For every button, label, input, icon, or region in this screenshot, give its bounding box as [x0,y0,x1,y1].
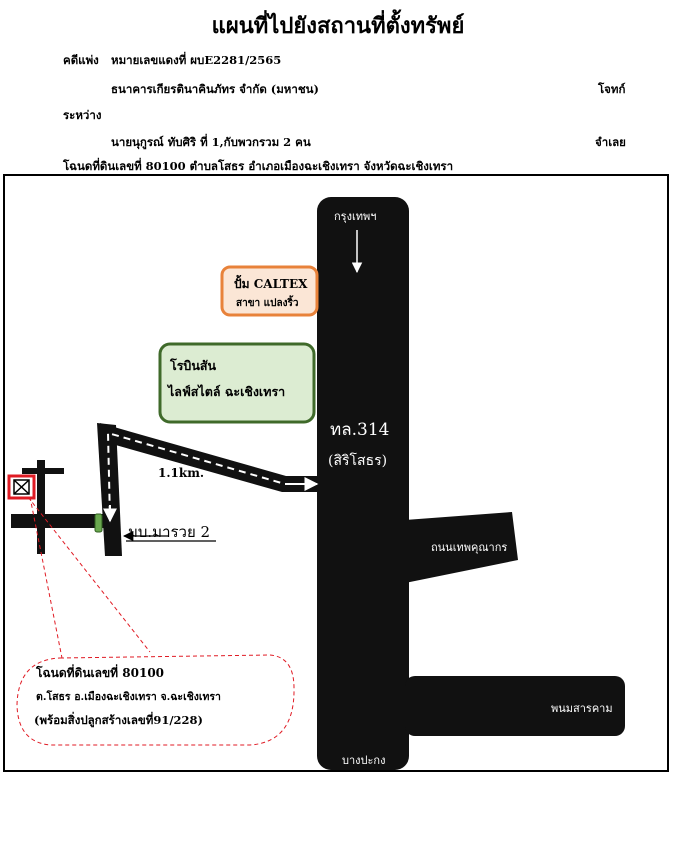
connector-road [100,423,318,492]
defendant-name: นายนุกูรณ์ ทับศิริ ที่ 1,กับพวกรวม 2 คน [111,135,311,149]
highway-314-road [317,197,409,770]
side-road-phanom-sarakham [405,676,625,736]
north-road-label: กรุงเทพฯ [334,210,377,223]
mall-branch: ไลฟ์สไตล์ ฉะเชิงเทรา [168,384,286,399]
callout-line-2 [27,496,151,653]
soi-marker [94,513,103,533]
callout-line-1 [29,496,63,659]
robinson-box [158,342,316,424]
map-frame [3,174,669,772]
plot-lane [11,514,109,528]
plaintiff-name: ธนาคารเกียรตินาคินภัทร จำกัด (มหาชน) [111,82,319,96]
case-number: หมายเลขแดงที่ ผบE2281/2565 [111,53,282,67]
caltex-box [220,265,319,317]
distance-label: 1.1km. [158,466,205,480]
highway-code-label: ทล.314 [330,420,390,440]
gas-station-brand: ปั้ม CALTEX [234,277,308,291]
side-road-thepkhunakorn [405,512,518,583]
plot-road-horizontal [22,468,64,474]
callout-bubble [16,654,295,746]
village-label: มบ.มารวย 2 [128,523,211,541]
plot-location-label: ต.โสธร อ.เมืองฉะเชิงเทรา จ.ฉะเชิงเทรา [36,691,221,703]
plaintiff-role: โจทก์ [598,82,626,96]
page-title: แผนที่ไปยังสถานที่ตั้งทรัพย์ [211,13,465,39]
plot-deed-label: โฉนดที่ดินเลขที่ 80100 [36,666,165,680]
side-road-2-label: พนมสารคาม [551,702,613,715]
south-road-label: บางปะกง [342,754,386,767]
between-label: ระหว่าง [63,108,102,122]
plot-building-label: (พร้อมสิ่งปลูกสร้างเลขที่91/228) [34,713,203,727]
deed-line: โฉนดที่ดินเลขที่ 80100 ตำบลโสธร อำเภอเมื… [63,159,454,173]
side-road-1-label: ถนนเทพคุณากร [431,541,508,554]
mall-name: โรบินสัน [170,358,217,373]
defendant-role: จำเลย [595,135,626,149]
plot-road-vertical [37,460,45,554]
gas-station-branch: สาขา แปลงริ้ว [236,298,299,309]
case-label: คดีแพ่ง [63,53,99,67]
highway-name-label: (สิริโสธร) [328,453,388,469]
